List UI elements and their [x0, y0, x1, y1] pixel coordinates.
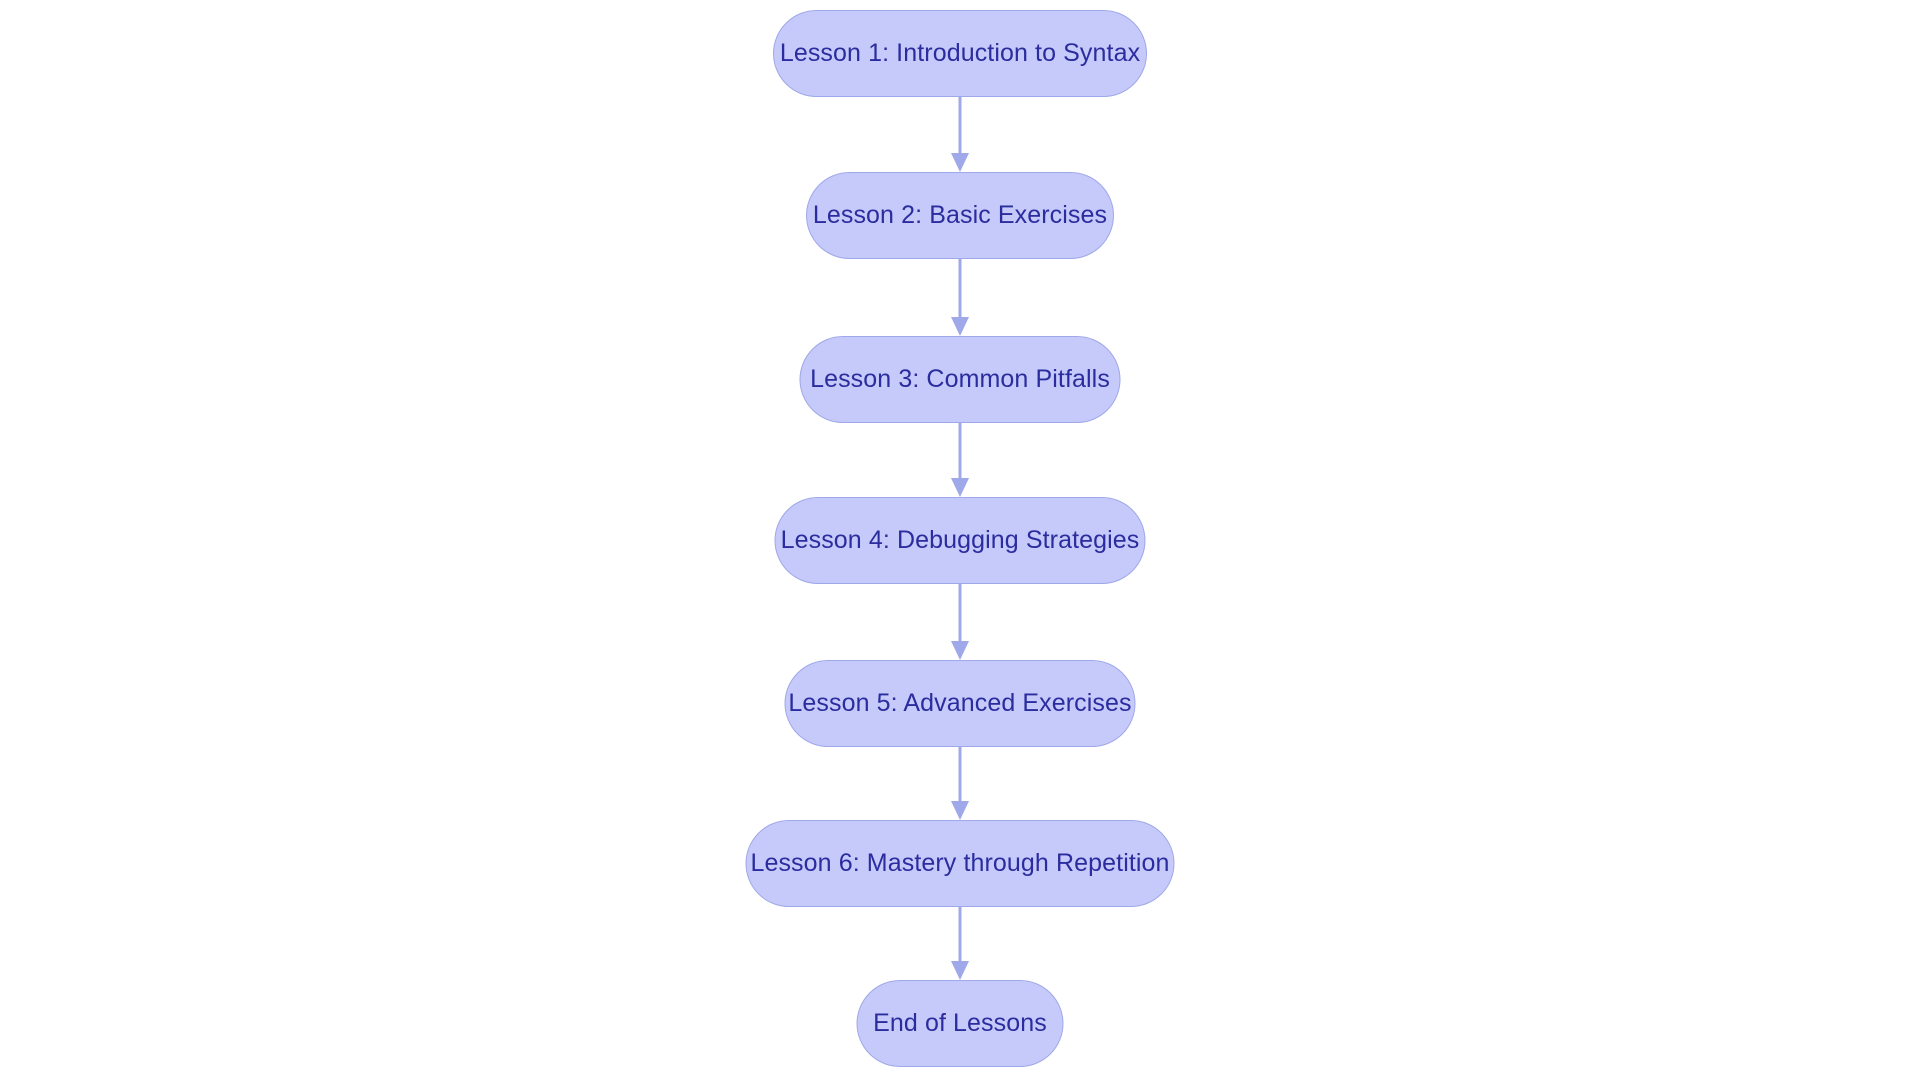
flow-node-label: Lesson 3: Common Pitfalls	[810, 365, 1110, 393]
edge-line	[958, 747, 962, 803]
arrowhead-down-icon	[951, 801, 969, 820]
edge-line	[958, 423, 962, 480]
flow-edge-lesson-2-to-lesson-3	[950, 259, 970, 336]
arrowhead-down-icon	[951, 961, 969, 980]
flow-node-lesson-3[interactable]: Lesson 3: Common Pitfalls	[799, 336, 1121, 423]
arrowhead-down-icon	[951, 317, 969, 336]
arrowhead-down-icon	[951, 641, 969, 660]
edge-line	[958, 584, 962, 643]
flow-node-label: Lesson 5: Advanced Exercises	[788, 689, 1132, 717]
edge-line	[958, 97, 962, 155]
flow-edge-lesson-5-to-lesson-6	[950, 747, 970, 820]
edge-line	[958, 259, 962, 319]
arrowhead-down-icon	[951, 153, 969, 172]
flow-node-label: Lesson 2: Basic Exercises	[812, 201, 1108, 229]
flow-node-label: Lesson 4: Debugging Strategies	[780, 526, 1140, 554]
flow-node-lesson-4[interactable]: Lesson 4: Debugging Strategies	[774, 497, 1146, 584]
flow-node-label: Lesson 1: Introduction to Syntax	[779, 39, 1141, 67]
flow-node-lesson-1[interactable]: Lesson 1: Introduction to Syntax	[773, 10, 1147, 97]
arrowhead-down-icon	[951, 478, 969, 497]
flow-edge-lesson-3-to-lesson-4	[950, 423, 970, 497]
flow-node-lesson-2[interactable]: Lesson 2: Basic Exercises	[806, 172, 1114, 259]
flow-edge-lesson-4-to-lesson-5	[950, 584, 970, 660]
flow-node-lesson-6[interactable]: Lesson 6: Mastery through Repetition	[745, 820, 1175, 907]
flow-node-lesson-5[interactable]: Lesson 5: Advanced Exercises	[784, 660, 1136, 747]
flow-edge-lesson-6-to-end	[950, 907, 970, 980]
edge-line	[958, 907, 962, 963]
flow-node-label: Lesson 6: Mastery through Repetition	[750, 849, 1170, 877]
flow-node-end[interactable]: End of Lessons	[856, 980, 1064, 1067]
flow-edge-lesson-1-to-lesson-2	[950, 97, 970, 172]
flow-node-label: End of Lessons	[873, 1009, 1047, 1037]
